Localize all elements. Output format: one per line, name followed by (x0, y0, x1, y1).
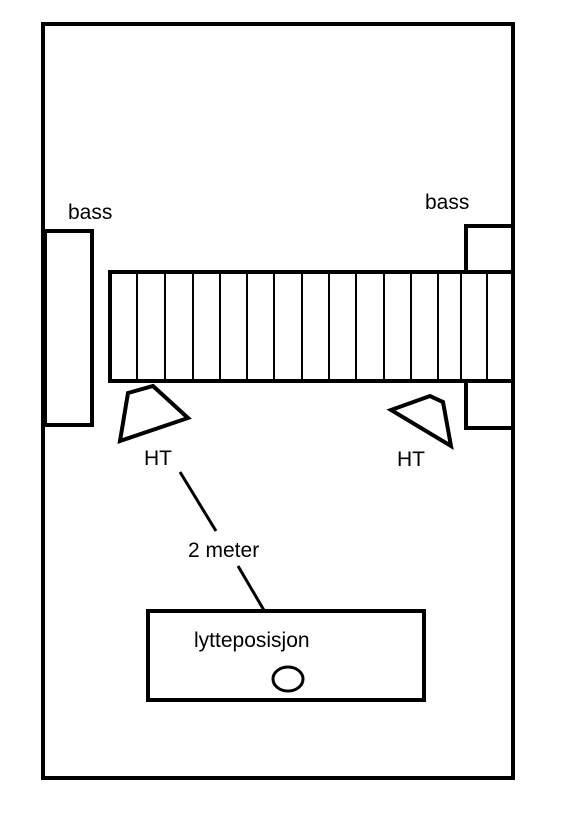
ht-left-label: HT (144, 447, 172, 470)
listener-marker (271, 665, 305, 693)
distance-line-upper (178, 471, 218, 532)
listening-position-label: lytteposisjon (194, 629, 310, 652)
distance-label: 2 meter (188, 539, 259, 562)
ht-right-label: HT (397, 448, 425, 471)
distance-line-lower (236, 565, 267, 613)
bass-right-label: bass (425, 191, 469, 214)
listening-sofa (146, 609, 426, 702)
ht-speaker-left (117, 383, 192, 444)
bass-speaker-right-top (464, 224, 513, 270)
bass-speaker-right-bottom (464, 382, 513, 430)
tv-bench-slats (136, 272, 488, 381)
bass-left-label: bass (68, 201, 112, 224)
ht-speaker-right (386, 393, 454, 450)
tv-bench-outline (108, 270, 515, 383)
bass-speaker-left (43, 229, 94, 427)
tv-bench (108, 270, 515, 383)
